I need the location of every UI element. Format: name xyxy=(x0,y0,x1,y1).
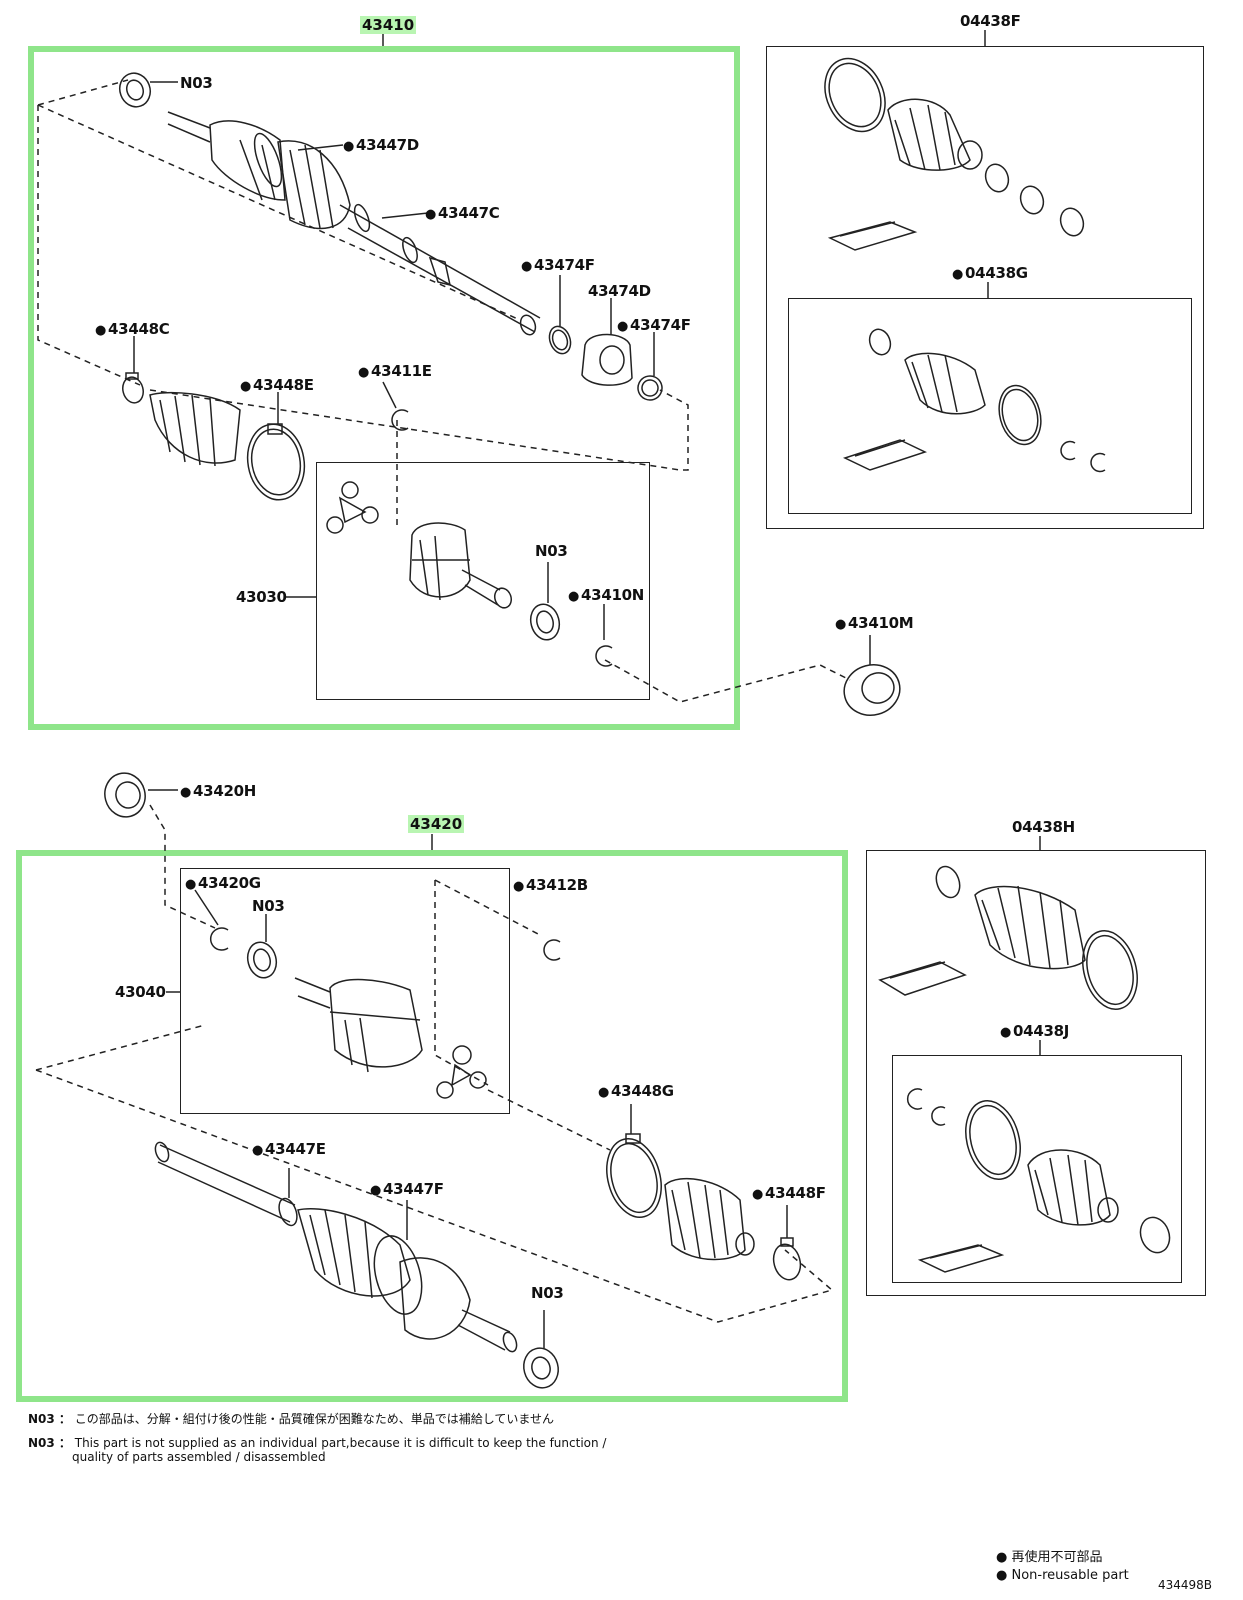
inboard-joint-box-43030 xyxy=(316,462,650,700)
label-n03-mid: N03 xyxy=(535,542,568,560)
label-43448F: 43448F xyxy=(752,1184,826,1202)
label-43412B: 43412B xyxy=(513,876,588,894)
label-n03-bottom: N03 xyxy=(531,1284,564,1302)
label-04438F: 04438F xyxy=(960,12,1021,30)
label-43447D: 43447D xyxy=(343,136,419,154)
legend-dot-icon: ● xyxy=(996,1550,1008,1565)
label-43474F-a: 43474F xyxy=(521,256,595,274)
legend-en: ● Non-reusable part xyxy=(996,1568,1129,1583)
label-04438J: 04438J xyxy=(1000,1022,1069,1040)
label-43420G: 43420G xyxy=(185,874,261,892)
label-43030: 43030 xyxy=(236,588,287,606)
note-en: N03 ： This part is not supplied as an in… xyxy=(28,1436,606,1451)
note-en-line1: This part is not supplied as an individu… xyxy=(74,1436,607,1450)
label-43040: 43040 xyxy=(115,983,166,1001)
label-43410M: 43410M xyxy=(835,614,914,632)
label-43474D: 43474D xyxy=(588,282,651,300)
legend-dot-icon: ● xyxy=(996,1568,1008,1583)
label-43448G: 43448G xyxy=(598,1082,674,1100)
group-box-43420 xyxy=(16,850,848,1402)
kit-box-04438G xyxy=(788,298,1192,514)
label-43448E: 43448E xyxy=(240,376,314,394)
legend-jp: ● 再使用不可部品 xyxy=(996,1550,1103,1565)
label-04438G: 04438G xyxy=(952,264,1028,282)
note-jp-text: この部品は、分解・組付け後の性能・品質確保が困難なため、単品では補給していません xyxy=(74,1412,555,1426)
label-43474F-b: 43474F xyxy=(617,316,691,334)
label-43420H: 43420H xyxy=(180,782,256,800)
legend-en-text: Non-reusable part xyxy=(1011,1568,1129,1583)
label-43447C: 43447C xyxy=(425,204,500,222)
label-04438H: 04438H xyxy=(1012,818,1075,836)
kit-box-04438J xyxy=(892,1055,1182,1283)
label-43447E: 43447E xyxy=(252,1140,326,1158)
note-jp: N03 ： この部品は、分解・組付け後の性能・品質確保が困難なため、単品では補給… xyxy=(28,1412,554,1427)
legend-jp-text: 再使用不可部品 xyxy=(1011,1550,1103,1565)
kit-box-04438F xyxy=(766,46,1204,529)
label-n03-inner: N03 xyxy=(252,897,285,915)
note-jp-code: N03 ： xyxy=(28,1412,71,1426)
figure-code: 434498B xyxy=(1158,1578,1213,1592)
label-n03-top: N03 xyxy=(180,74,213,92)
kit-box-04438H xyxy=(866,850,1206,1296)
label-43448C: 43448C xyxy=(95,320,170,338)
note-en-line2: quality of parts assembled / disassemble… xyxy=(72,1450,326,1464)
label-43411E: 43411E xyxy=(358,362,432,380)
inboard-joint-box-43040 xyxy=(180,868,510,1114)
label-43410N: 43410N xyxy=(568,586,644,604)
group-box-43410 xyxy=(28,46,740,730)
note-en-code: N03 ： xyxy=(28,1436,71,1450)
group-label-43410: 43410 xyxy=(360,16,417,34)
group-label-43420: 43420 xyxy=(408,815,465,833)
label-43447F: 43447F xyxy=(370,1180,444,1198)
